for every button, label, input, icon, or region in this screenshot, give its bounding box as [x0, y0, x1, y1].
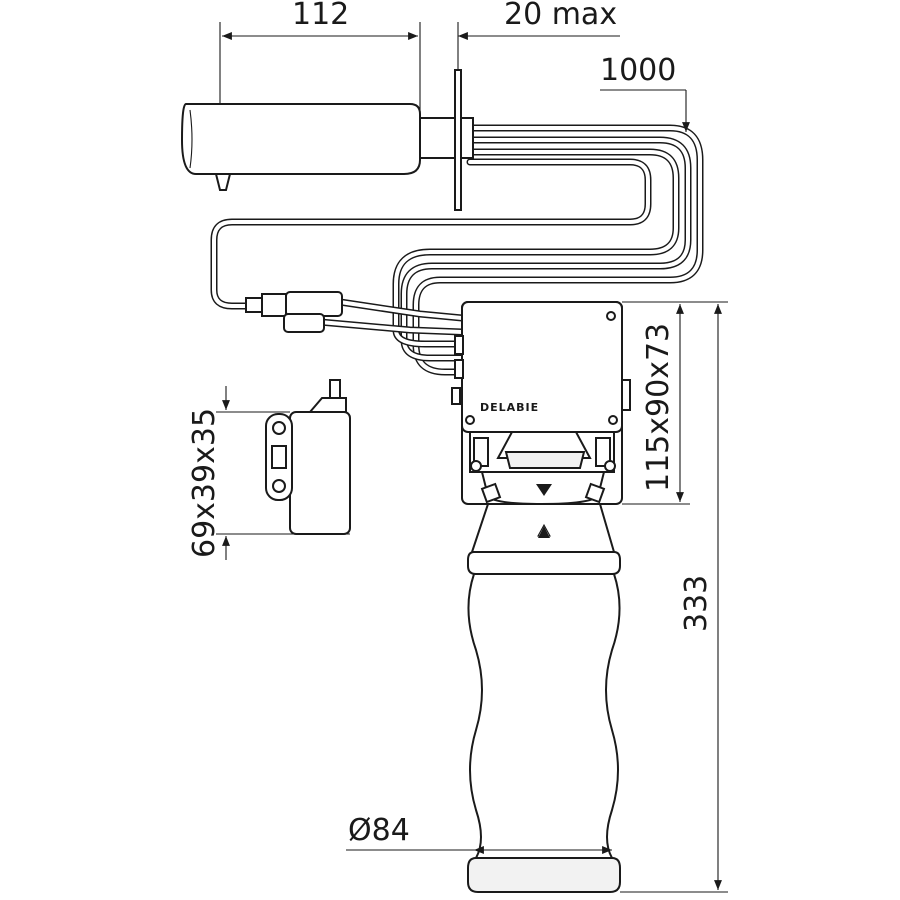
- cartridge-collar: [467, 551, 621, 575]
- bracket-slot: [271, 445, 287, 469]
- dimension-cable-length: 1000: [600, 53, 676, 88]
- cable-gland: [454, 335, 464, 355]
- dimension-box-size: 115x90x73: [641, 323, 676, 492]
- dimension-lines: [216, 22, 728, 893]
- battery-top: [307, 397, 347, 413]
- cable-bundle: [210, 124, 704, 376]
- screw-icon: [272, 421, 286, 435]
- filter-cartridge: [467, 503, 621, 893]
- plug-tip: [245, 297, 263, 313]
- spout-rear-fitting: [460, 117, 474, 159]
- battery-body: [289, 411, 351, 535]
- cartridge-body: [467, 573, 621, 859]
- screw-icon: [465, 415, 475, 425]
- cartridge-base: [467, 857, 621, 893]
- battery-terminal: [329, 379, 341, 399]
- spout-collar: [419, 117, 457, 159]
- dimension-battery-size: 69x39x35: [187, 408, 222, 558]
- dimension-wall-max: 20 max: [504, 0, 617, 32]
- screw-icon: [608, 415, 618, 425]
- cable-gland: [454, 359, 464, 379]
- valve-lug-right: [595, 437, 611, 467]
- plug-housing: [285, 291, 343, 317]
- side-clip: [621, 379, 631, 411]
- spout-nozzle: [214, 173, 232, 191]
- arrow-down-icon: [536, 484, 552, 496]
- arrow-up-icon: [538, 526, 550, 538]
- screw-icon: [470, 460, 482, 472]
- control-box: DELABIE: [451, 301, 631, 506]
- plug-connector: [245, 291, 343, 333]
- spout: [180, 69, 474, 211]
- battery-pack: [265, 379, 351, 535]
- dimension-diameter: Ø84: [348, 813, 410, 848]
- brand-logo: DELABIE: [480, 401, 539, 414]
- screw-icon: [604, 460, 616, 472]
- dimension-total-height: 333: [679, 575, 714, 632]
- cable-gland: [451, 387, 461, 405]
- plug-body: [261, 293, 287, 317]
- screw-icon: [272, 479, 286, 493]
- screw-icon: [606, 311, 616, 321]
- dimension-spout-length: 112: [292, 0, 349, 32]
- plug-housing-lower: [283, 313, 325, 333]
